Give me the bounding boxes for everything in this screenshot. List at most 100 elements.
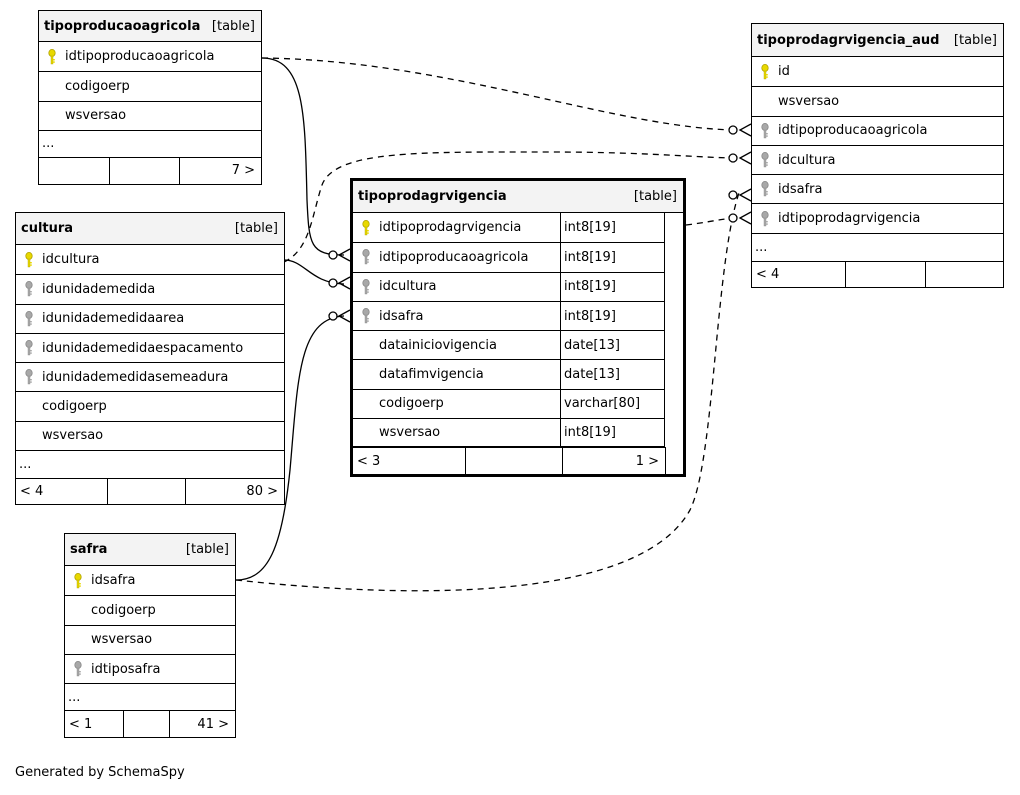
column-name: idunidademedidaespacamento: [42, 340, 244, 356]
table-footer: < 3 1 >: [353, 447, 666, 475]
column-name: datafimvigencia: [379, 367, 484, 383]
fk-link-safra: [235, 315, 345, 581]
column-cell: idunidademedida: [16, 275, 284, 303]
foreign-key-icon: [756, 122, 774, 139]
table-footer: < 1 41 >: [65, 710, 235, 738]
column-row[interactable]: idtipoproducaoagricola: [752, 115, 1003, 145]
column-name: idsafra: [778, 181, 823, 197]
column-name: idtipoprodagrvigencia: [379, 220, 522, 236]
column-cell: idunidademedidaespacamento: [16, 334, 284, 362]
column-name: wsversao: [91, 632, 153, 648]
column-row[interactable]: datafimvigencia date[13]: [353, 359, 665, 389]
aud-link-tipoproducaoagricola: [261, 57, 741, 131]
column-row[interactable]: codigoerp: [65, 595, 235, 624]
marker-circle: [728, 125, 738, 135]
column-name: idcultura: [379, 279, 437, 295]
column-row[interactable]: codigoerp: [16, 391, 284, 420]
primary-key-icon: [357, 219, 375, 236]
column-name: idtiposafra: [91, 661, 161, 677]
column-row[interactable]: wsversao: [16, 420, 284, 450]
table-tipoprodagrvigencia[interactable]: tipoprodagrvigencia [table] idtipoprodag…: [350, 178, 686, 478]
table-footer: < 4: [752, 260, 1003, 287]
column-name: idtipoproducaoagricola: [65, 49, 215, 65]
column-name: idunidademedida: [42, 281, 156, 297]
foreign-key-icon: [756, 210, 774, 227]
column-row[interactable]: wsversao: [39, 100, 261, 130]
more-columns: ...: [65, 683, 235, 710]
column-row[interactable]: codigoerp: [39, 71, 261, 100]
foreign-key-icon: [756, 181, 774, 197]
primary-key-icon: [69, 572, 87, 589]
footer-children: [925, 261, 1003, 287]
column-cell: wsversao: [16, 422, 284, 450]
marker-crowfoot: [738, 151, 752, 165]
column-type: date[13]: [560, 360, 664, 389]
column-cell: idtipoproducaoagricola: [752, 117, 1003, 145]
column-row[interactable]: idunidademedida: [16, 274, 284, 303]
column-row[interactable]: idunidademedidaespacamento: [16, 332, 284, 362]
column-cell: wsversao: [353, 419, 560, 446]
column-cell: wsversao: [39, 102, 261, 130]
column-type: date[13]: [560, 331, 664, 360]
column-cell: idsafra: [65, 566, 235, 595]
more-columns: ...: [16, 450, 284, 478]
column-row[interactable]: idcultura: [16, 245, 284, 274]
marker-crowfoot: [337, 276, 351, 290]
column-name: idcultura: [778, 152, 836, 168]
column-cell: idtipoprodagrvigencia: [353, 213, 560, 242]
table-kind: [table]: [185, 542, 229, 557]
marker-crowfoot: [738, 123, 752, 137]
column-row[interactable]: idsafra: [752, 174, 1003, 203]
column-type: int8[19]: [560, 301, 664, 331]
column-cell: idtiposafra: [65, 655, 235, 683]
column-cell: idtipoproducaoagricola: [353, 243, 560, 271]
primary-key-icon: [43, 48, 61, 65]
table-name: safra: [70, 542, 108, 557]
column-name: idtipoprodagrvigencia: [778, 211, 921, 227]
column-row[interactable]: wsversao: [65, 624, 235, 654]
table-name: cultura: [21, 221, 74, 236]
foreign-key-icon: [357, 308, 375, 324]
footer-middle: [109, 157, 179, 184]
column-row[interactable]: idtipoprodagrvigencia: [752, 203, 1003, 232]
footer-children: 7 >: [179, 157, 261, 184]
column-name: codigoerp: [65, 78, 130, 94]
column-cell: idcultura: [353, 273, 560, 301]
table-header: tipoproducaoagricola [table]: [39, 11, 261, 42]
column-row[interactable]: idunidademedidasemeadura: [16, 362, 284, 391]
column-name: idcultura: [42, 252, 100, 268]
column-cell: codigoerp: [65, 596, 235, 624]
column-row[interactable]: id: [752, 57, 1003, 86]
marker-crowfoot: [738, 188, 752, 202]
column-row[interactable]: idcultura: [752, 144, 1003, 174]
marker-circle: [328, 250, 338, 260]
table-tipoproducaoagricola[interactable]: tipoproducaoagricola [table] idtipoprodu…: [38, 10, 262, 185]
column-row[interactable]: idtipoproducaoagricola: [39, 42, 261, 71]
column-name: id: [778, 64, 790, 80]
column-cell: idtipoprodagrvigencia: [752, 204, 1003, 232]
column-name: idunidademedidaarea: [42, 311, 185, 327]
table-name: tipoprodagrvigencia: [358, 189, 507, 204]
column-row[interactable]: idunidademedidaarea: [16, 303, 284, 333]
column-row[interactable]: idsafra: [65, 566, 235, 595]
table-kind: [table]: [234, 221, 278, 236]
foreign-key-icon: [69, 661, 87, 677]
column-row[interactable]: wsversao: [752, 86, 1003, 115]
column-cell: idsafra: [752, 175, 1003, 203]
table-cultura[interactable]: cultura [table] idcultura idunidademedida…: [15, 212, 285, 506]
table-kind: [table]: [633, 189, 677, 204]
column-row[interactable]: idtiposafra: [65, 653, 235, 683]
marker-circle: [728, 213, 738, 223]
column-name: codigoerp: [42, 399, 107, 415]
marker-crowfoot: [337, 248, 351, 262]
